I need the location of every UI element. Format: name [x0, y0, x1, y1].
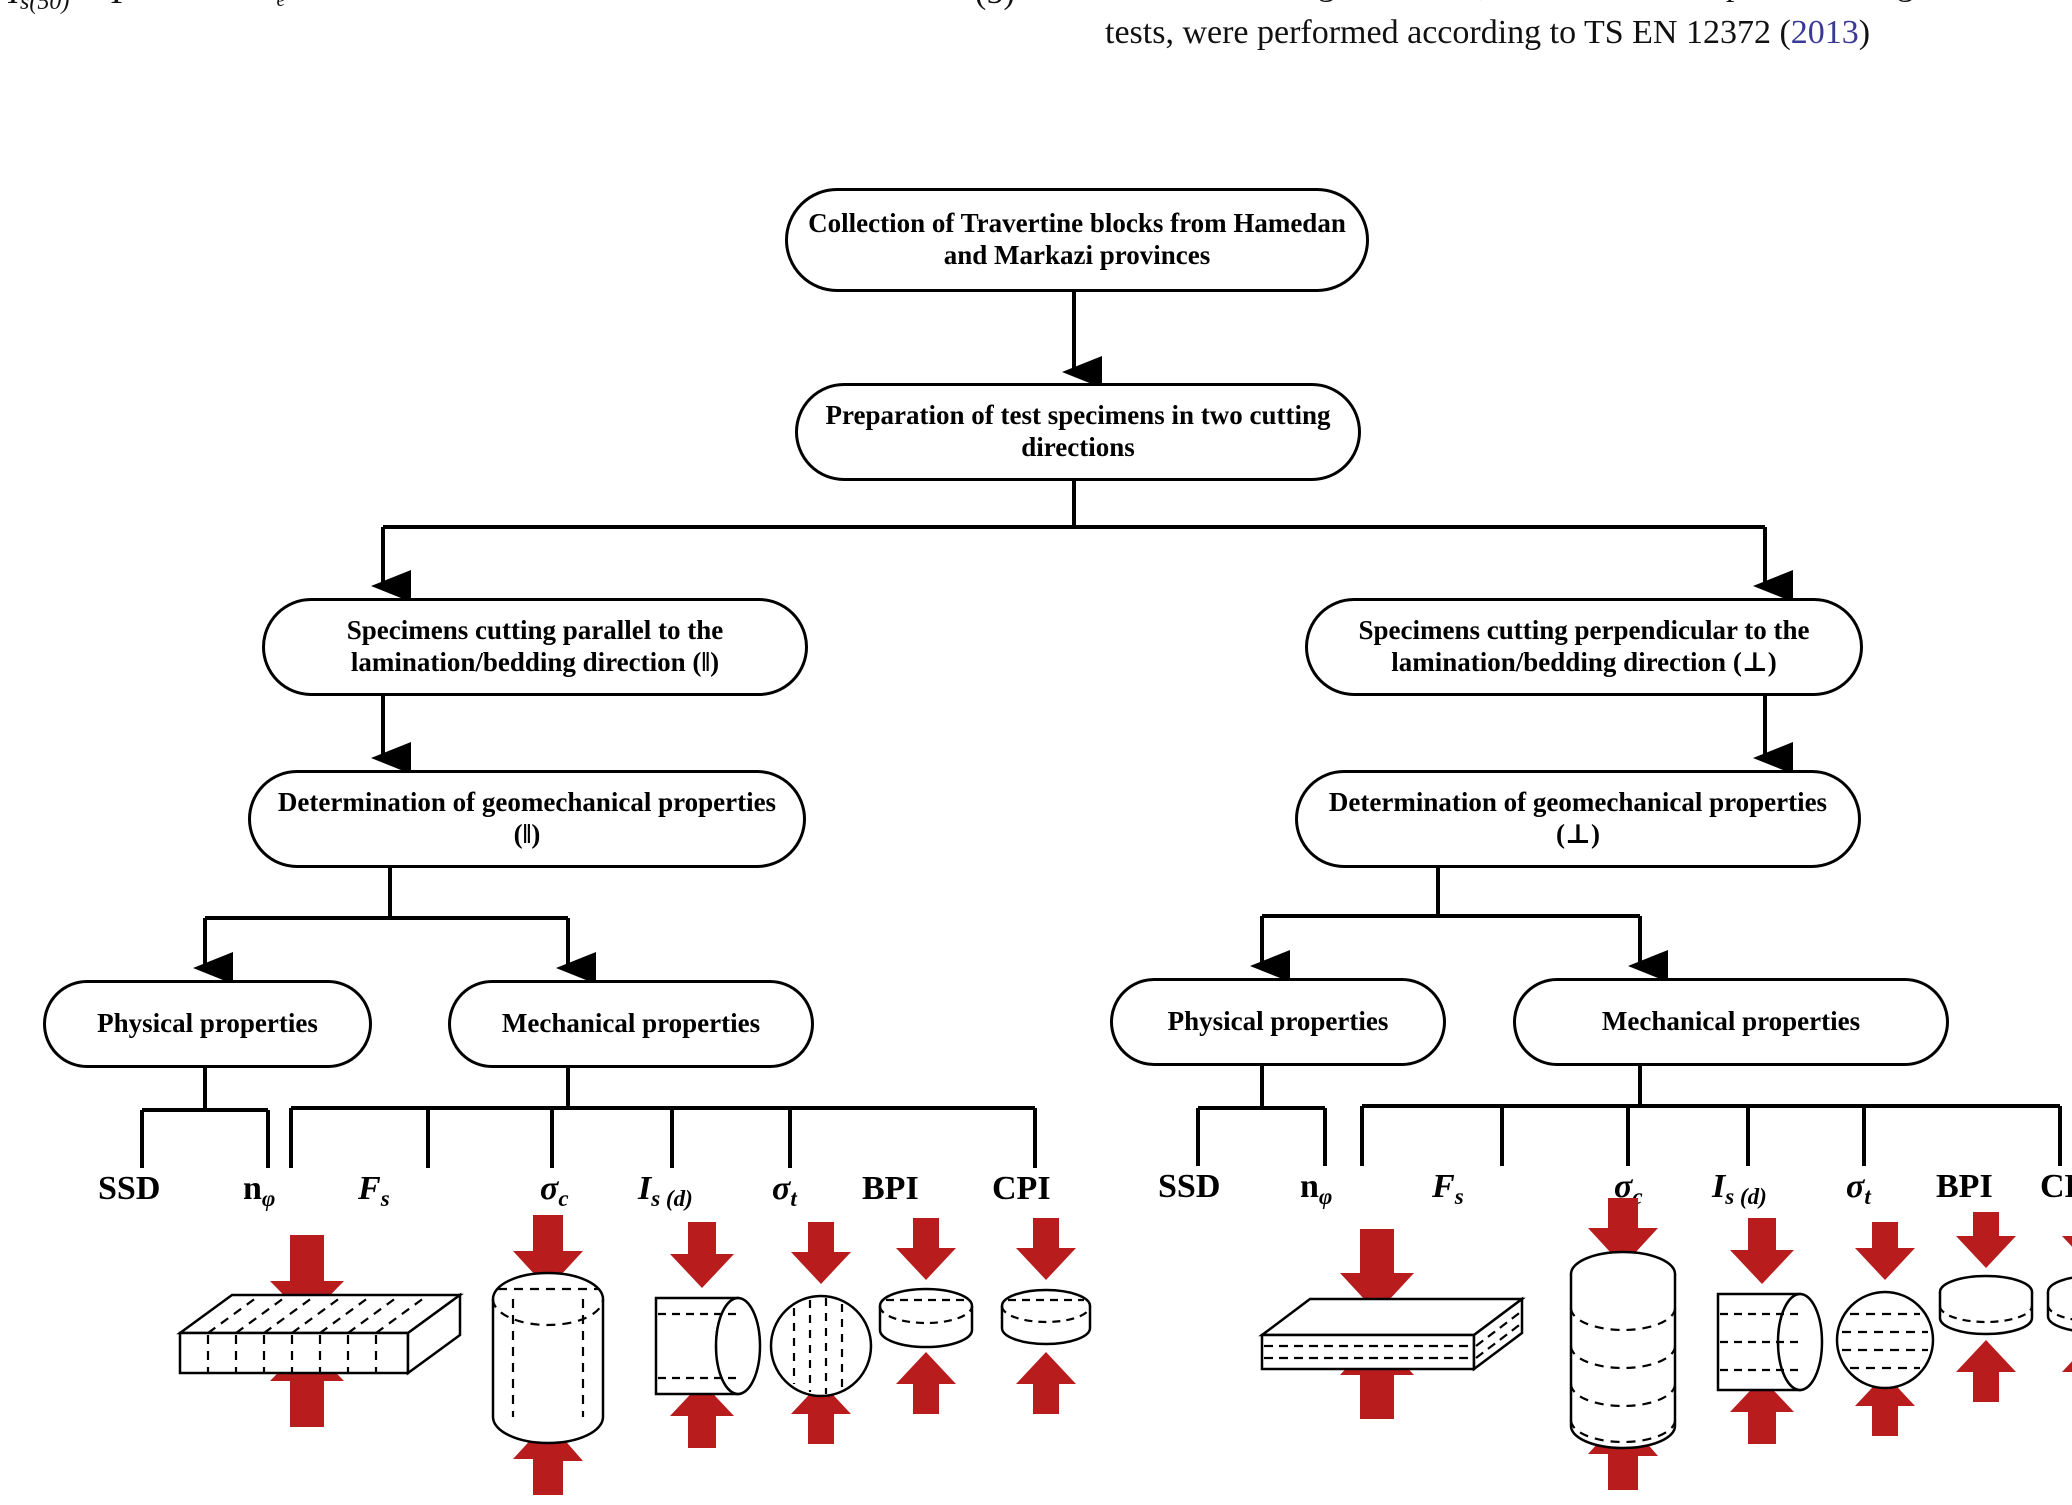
- disc-circle-specimen-perpendicular: [1835, 1222, 1935, 1436]
- leaf-label-flexural-left: Fs: [358, 1170, 390, 1211]
- disc-circle-specimen-parallel: [769, 1222, 873, 1444]
- node-perpendicular-label: Specimens cutting perpendicular to the l…: [1358, 615, 1810, 677]
- leaf-label-ssd-right: SSD: [1158, 1168, 1221, 1205]
- short-disc-cpi-specimen-parallel: [1000, 1218, 1092, 1414]
- column-text-line-2: tests, were performed according to TS EN…: [1105, 14, 1870, 52]
- horizontal-cylinder-specimen-parallel: [654, 1222, 762, 1448]
- leaf-label-tensile-right: σt: [1846, 1168, 1871, 1209]
- leaf-label-cpi-left: CPI: [992, 1170, 1051, 1207]
- horizontal-cylinder-specimen-perpendicular: [1716, 1218, 1824, 1444]
- node-mechanical-properties-right[interactable]: Mechanical properties: [1513, 978, 1949, 1066]
- node-physical-properties-left[interactable]: Physical properties: [43, 980, 372, 1068]
- leaf-label-tensile-left: σt: [772, 1170, 797, 1211]
- leaf-label-flexural-right: Fs: [1432, 1168, 1464, 1209]
- node-determination-geomechanical-perpendicular[interactable]: Determination of geomechanical propertie…: [1295, 770, 1861, 868]
- column-text-line-2-before: tests, were performed according to TS EN…: [1105, 14, 1791, 51]
- equation-denominator: D2e: [226, 0, 300, 12]
- column-text-line-1: Flexural strength F s tests, also known …: [1130, 0, 1914, 4]
- leaf-label-porosity-left: nφ: [243, 1170, 276, 1211]
- equation-symbol-I: I: [8, 0, 20, 11]
- node-preparation-of-test-specimens[interactable]: Preparation of test specimens in two cut…: [795, 383, 1361, 481]
- leaf-label-ucs-right: σc: [1614, 1168, 1643, 1209]
- node-mechanical-right-label: Mechanical properties: [1601, 1006, 1861, 1037]
- equation-left-hand-side: Is(50) = F: [8, 0, 134, 16]
- node-specimens-cutting-perpendicular[interactable]: Specimens cutting perpendicular to the l…: [1305, 598, 1863, 696]
- node-specimens-cutting-parallel[interactable]: Specimens cutting parallel to the lamina…: [262, 598, 808, 696]
- node-geo-parallel-label: Determination of geomechanical propertie…: [277, 787, 777, 849]
- cylinder-specimen-parallel: [491, 1215, 605, 1495]
- leaf-label-bpi-left: BPI: [862, 1170, 919, 1207]
- leaf-label-point-load-index-left: Is (d): [638, 1170, 693, 1211]
- node-preparation-label: Preparation of test specimens in two cut…: [825, 400, 1331, 462]
- node-mechanical-left-label: Mechanical properties: [501, 1008, 761, 1039]
- denominator-subscript: e: [276, 0, 286, 12]
- leaf-label-porosity-right: nφ: [1300, 1168, 1333, 1209]
- leaf-label-ucs-left: σc: [540, 1170, 569, 1211]
- equation-number: (5): [975, 0, 1015, 12]
- equation-fraction: D2e: [226, 0, 300, 12]
- leaf-label-ssd-left: SSD: [98, 1170, 161, 1207]
- cylinder-specimen-perpendicular: [1569, 1198, 1677, 1490]
- short-disc-bpi-specimen-perpendicular: [1938, 1212, 2034, 1402]
- beam-specimen-perpendicular: [1258, 1229, 1526, 1419]
- node-collection-of-travertine-blocks[interactable]: Collection of Travertine blocks from Ham…: [785, 188, 1369, 292]
- column-text-line-2-after: ): [1858, 14, 1871, 51]
- node-physical-right-label: Physical properties: [1167, 1006, 1389, 1037]
- leaf-label-point-load-index-right: Is (d): [1712, 1168, 1767, 1209]
- citation-link-2013[interactable]: 2013: [1790, 14, 1859, 51]
- node-geo-perpendicular-label: Determination of geomechanical propertie…: [1328, 787, 1828, 849]
- node-collection-label: Collection of Travertine blocks from Ham…: [808, 208, 1346, 270]
- node-physical-left-label: Physical properties: [97, 1008, 318, 1039]
- beam-specimen-parallel: [176, 1235, 464, 1427]
- short-disc-cpi-specimen-perpendicular: [2046, 1236, 2072, 1372]
- node-mechanical-properties-left[interactable]: Mechanical properties: [448, 980, 814, 1068]
- node-physical-properties-right[interactable]: Physical properties: [1110, 978, 1446, 1066]
- node-parallel-label: Specimens cutting parallel to the lamina…: [346, 615, 724, 677]
- short-disc-bpi-specimen-parallel: [878, 1218, 974, 1414]
- equation-equals-F: = F: [69, 0, 133, 11]
- leaf-label-cpi-right: CPI: [2040, 1168, 2072, 1205]
- node-determination-geomechanical-parallel[interactable]: Determination of geomechanical propertie…: [248, 770, 806, 868]
- leaf-label-bpi-right: BPI: [1936, 1168, 1993, 1205]
- equation-subscript: s(50): [20, 0, 70, 15]
